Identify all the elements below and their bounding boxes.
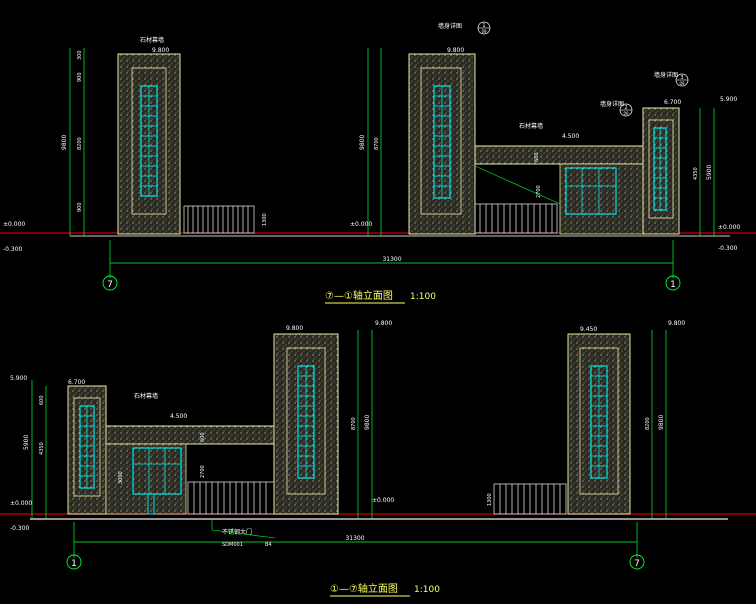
level-label: ±0.000	[718, 224, 740, 231]
dim-text: 9800	[359, 135, 366, 150]
fence-top-left	[183, 205, 255, 234]
detail-sheet: 09	[481, 29, 487, 34]
dim-text: 9800	[364, 415, 371, 430]
level-label: ±0.000	[350, 221, 372, 228]
axis-bubble-right	[665, 275, 681, 291]
dim-text: 900	[77, 202, 83, 212]
dim-text: 600	[200, 432, 206, 442]
level-label: ±0.000	[372, 497, 394, 504]
small-tower-bottom	[67, 385, 107, 515]
axis-bubble-right	[629, 554, 645, 570]
axis-label-right: 1	[670, 280, 676, 290]
door-sheet: B4	[265, 542, 272, 548]
level-label: 9.800	[375, 320, 392, 327]
dim-text: 8700	[351, 417, 357, 430]
overall-dim: 31300	[382, 256, 401, 263]
dim-text: 1300	[487, 493, 493, 506]
note-wall-detail: 墙身详图	[654, 71, 678, 79]
axis-label-left: 7	[107, 280, 113, 290]
detail-sheet: 09	[679, 81, 685, 86]
fence-top-mid	[474, 203, 558, 234]
level-label: -0.300	[10, 525, 30, 532]
level-label: 9.800	[447, 47, 464, 54]
drawing-title-top: ⑦—①轴立面图	[325, 289, 393, 302]
right-tower-top	[642, 107, 680, 235]
level-label: 9.800	[668, 320, 685, 327]
dim-text: 600	[39, 395, 45, 405]
dim-text: 5900	[23, 435, 30, 450]
dim-text: 2700	[536, 185, 542, 198]
drawing-scale-bottom: 1:100	[414, 585, 440, 595]
dim-text: 5900	[706, 165, 713, 180]
elevation-top: 7 1 31300 ±0.000 -0.300 ±0.000 5.900 ±0.…	[0, 21, 756, 304]
note-gate: 不锈钢大门	[222, 528, 252, 536]
note-stone-wall: 石材幕墙	[519, 122, 543, 130]
dim-text: 300	[77, 50, 83, 60]
dim-text: 8200	[645, 417, 651, 430]
dim-text: 3000	[118, 471, 124, 484]
canopy-bottom	[105, 425, 275, 515]
left-tower-top	[117, 53, 181, 235]
detail-number: 3	[680, 75, 683, 81]
elevation-bottom: 1 7 31300 5.900 ±0.000 -0.300 6.700 9.80…	[0, 320, 756, 597]
fence-bottom-mid	[187, 481, 275, 515]
level-label: ±0.000	[3, 221, 25, 228]
mid-tower-top	[408, 53, 476, 235]
level-label: ±0.000	[10, 500, 32, 507]
level-label: 4.500	[562, 133, 579, 140]
axis-label-left: 1	[71, 559, 77, 569]
drawing-scale-top: 1:100	[410, 292, 436, 302]
dim-text: 9800	[61, 135, 68, 150]
detail-sheet: 09	[623, 111, 629, 116]
canopy-top	[474, 145, 644, 235]
dim-text: 2700	[200, 465, 206, 478]
right-tower-bottom	[567, 333, 631, 515]
axis-bubble-left	[66, 554, 82, 570]
dim-text: 1300	[262, 213, 268, 226]
dim-text: 4350	[693, 167, 699, 180]
level-label: 6.700	[664, 99, 681, 106]
glass-window	[132, 447, 182, 495]
dim-text: 4350	[39, 442, 45, 455]
level-label: 5.900	[720, 96, 737, 103]
dim-text: 8700	[374, 137, 380, 150]
dim-text: 8200	[77, 137, 83, 150]
level-label: 9.800	[152, 47, 169, 54]
detail-number: 2	[624, 105, 627, 111]
note-wall-detail: 墙身详图	[600, 100, 624, 108]
note-wall-detail: 墙身详图	[438, 22, 462, 30]
level-label: 5.900	[10, 375, 27, 382]
door-code: SDM001	[222, 542, 243, 548]
note-stone-wall: 石材幕墙	[140, 36, 164, 44]
level-label: 6.700	[68, 379, 85, 386]
level-label: -0.300	[718, 245, 738, 252]
drawing-title-bottom: ①—⑦轴立面图	[330, 582, 398, 595]
dim-text: 9800	[658, 415, 665, 430]
level-label: 4.500	[170, 413, 187, 420]
level-label: 9.800	[286, 325, 303, 332]
dim-text: 600	[534, 152, 540, 162]
level-label: -0.300	[3, 246, 23, 253]
fence-bottom-right	[493, 483, 567, 515]
mid-tower-bottom	[273, 333, 339, 515]
note-stone-wall: 石材幕墙	[134, 392, 158, 400]
detail-number: 1	[482, 23, 485, 29]
dim-text: 900	[77, 72, 83, 82]
overall-dim: 31300	[345, 535, 364, 542]
glass-window	[565, 167, 617, 215]
axis-bubble-left	[102, 275, 118, 291]
axis-label-right: 7	[634, 559, 640, 569]
level-label: 9.450	[580, 326, 597, 333]
